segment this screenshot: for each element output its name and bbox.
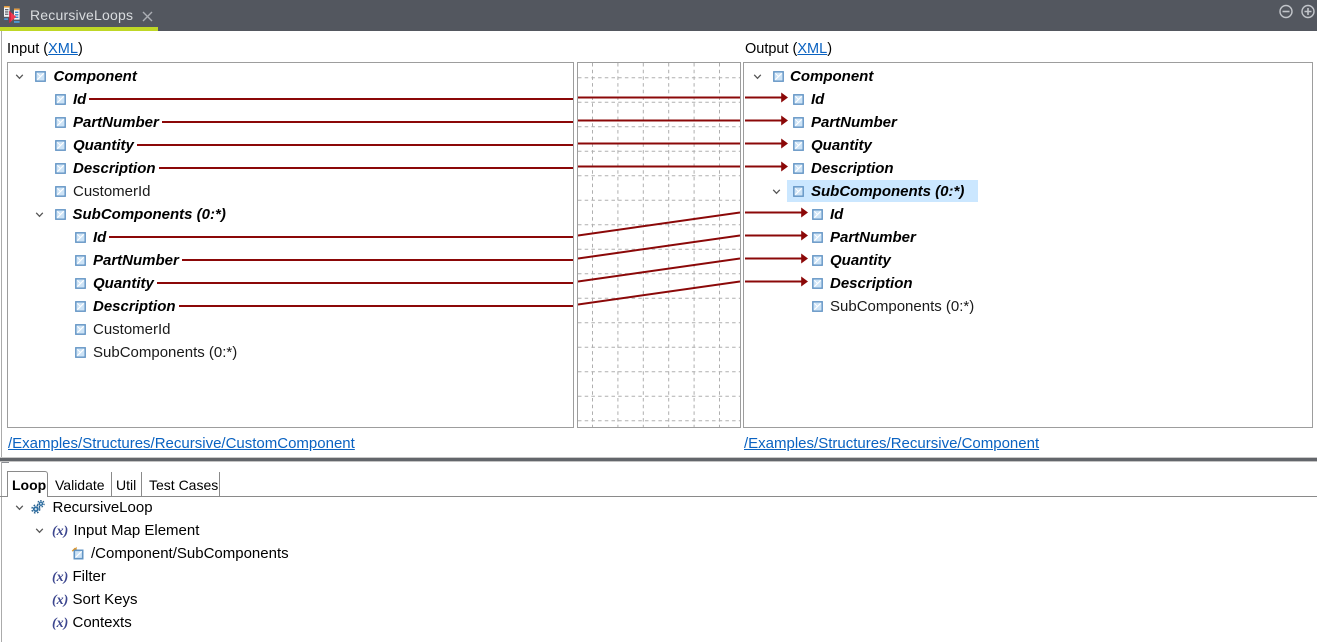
svg-text:(x): (x) <box>52 524 68 538</box>
svg-text:(x): (x) <box>52 593 68 607</box>
svg-text:(x): (x) <box>52 616 68 630</box>
svg-text:(x): (x) <box>52 570 68 584</box>
